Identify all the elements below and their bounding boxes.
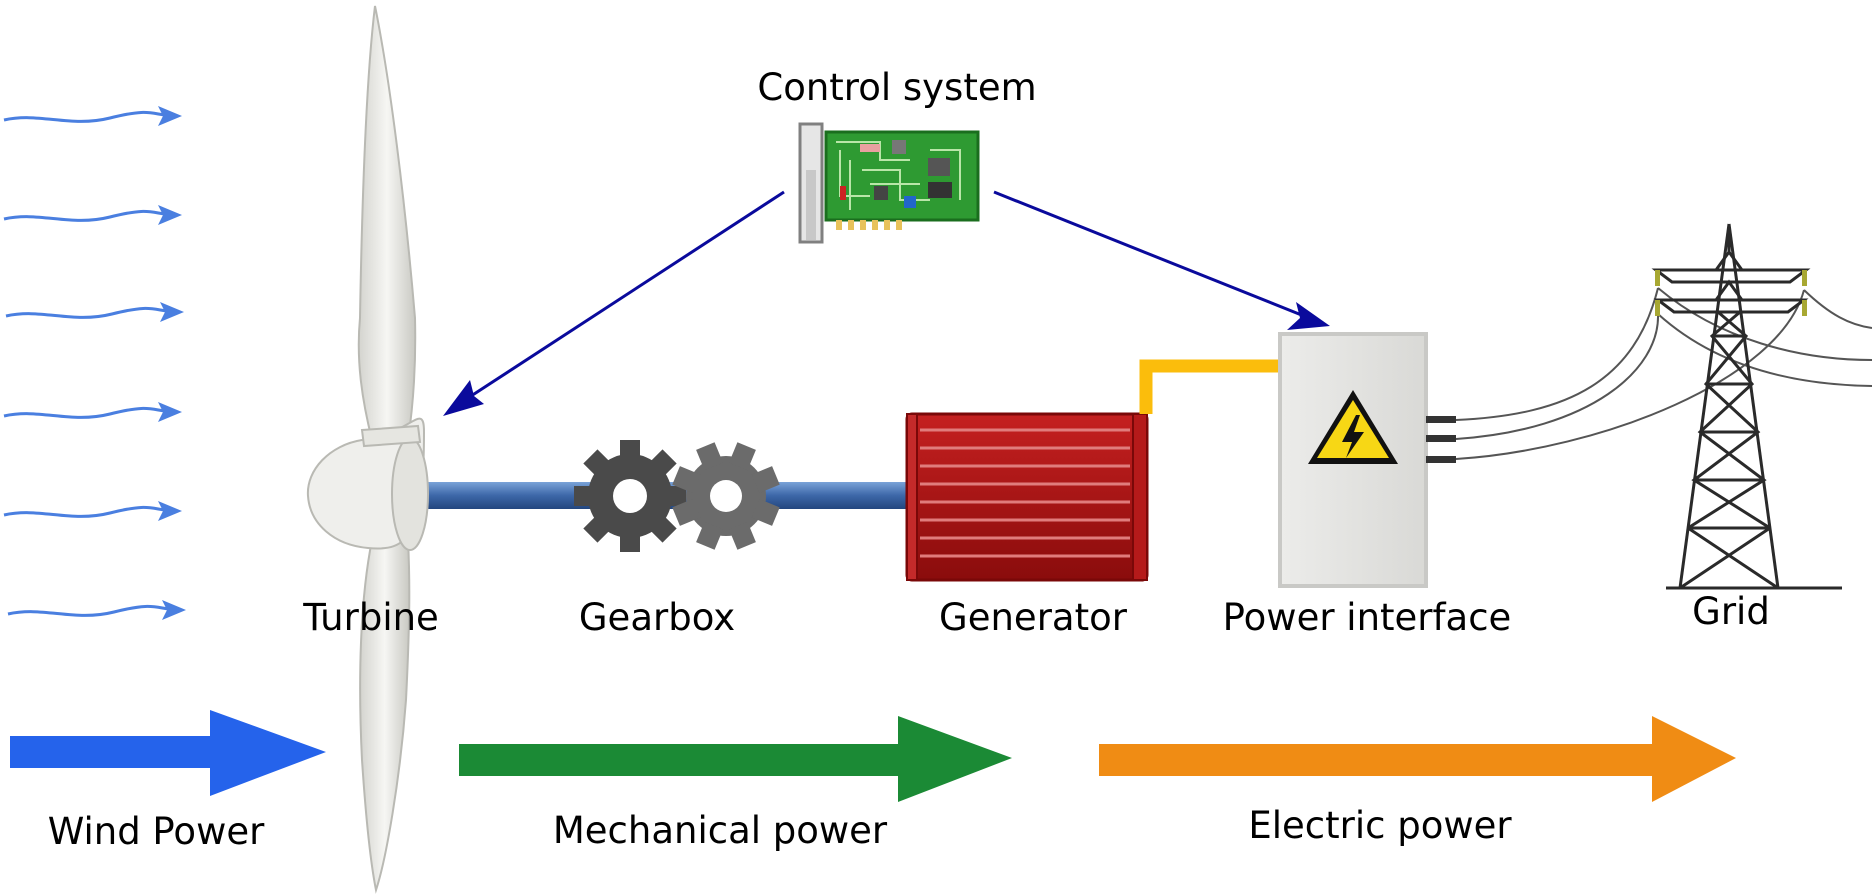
control-arrow-to-turbine (443, 190, 785, 416)
gear-icon (672, 442, 780, 550)
circuit-board-icon (798, 122, 980, 244)
power-pylon-icon (1651, 223, 1842, 590)
wind-stream-icon (5, 302, 184, 322)
wind-power-label: Wind Power (48, 810, 265, 853)
power-cable (1139, 359, 1280, 414)
wind-streams (3, 106, 186, 620)
power-interface-label: Power interface (1223, 596, 1512, 639)
transmission-wires (1455, 287, 1872, 460)
wind-stream-icon (3, 205, 182, 225)
power-interface (1278, 332, 1456, 588)
gearbox (574, 440, 780, 552)
wind-stream-icon (3, 402, 182, 422)
control-arrows (443, 190, 1330, 416)
control-arrow-to-power-interface (993, 190, 1330, 330)
grid-label: Grid (1692, 590, 1770, 633)
high-voltage-warning-icon (1308, 390, 1398, 464)
wind-stream-icon (3, 106, 182, 126)
wind-turbine-icon (306, 5, 429, 894)
control-system-label: Control system (757, 66, 1036, 109)
generator-icon (905, 412, 1149, 582)
electric-power-label: Electric power (1248, 804, 1512, 847)
mechanical-power-arrow (459, 716, 1012, 802)
mechanical-power-label: Mechanical power (553, 809, 888, 852)
wind-power-arrow (10, 710, 326, 796)
generator-label: Generator (939, 596, 1128, 639)
turbine-label: Turbine (302, 596, 439, 639)
wind-stream-icon (7, 600, 186, 620)
pylon-insulators (1655, 270, 1807, 316)
gearbox-label: Gearbox (579, 596, 735, 639)
wind-stream-icon (3, 501, 182, 521)
electric-power-arrow (1099, 716, 1736, 802)
gear-icon (574, 440, 686, 552)
